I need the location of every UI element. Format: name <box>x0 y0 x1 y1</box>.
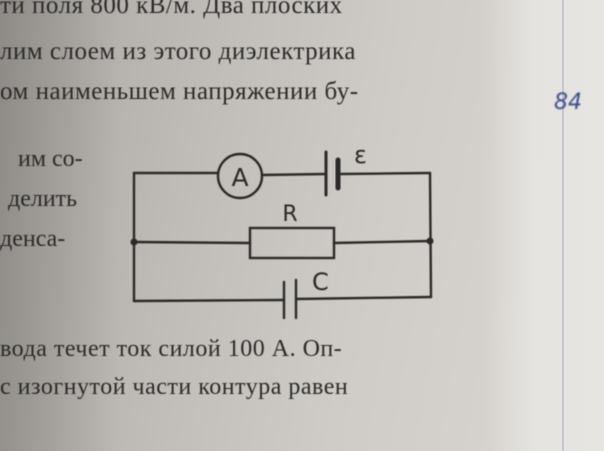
notebook-paper-edge <box>484 0 604 451</box>
side-text-2: делить <box>8 186 78 212</box>
capacitor-label: C <box>312 268 329 296</box>
wire-top-mid <box>260 172 328 177</box>
wire-bottom-right <box>294 295 433 301</box>
text-line-5: с изогнутой части контура равен <box>0 374 349 400</box>
notebook-grid-line <box>562 0 564 451</box>
page-shadow <box>0 0 120 451</box>
junction-left <box>130 238 138 246</box>
wire-mid-right <box>332 239 432 245</box>
wire-bottom-left <box>132 298 286 303</box>
wire-mid-left <box>132 240 252 245</box>
wire-top-right <box>338 171 432 176</box>
junction-right <box>426 237 434 245</box>
wire-right-vertical <box>428 171 433 299</box>
text-line-4: вода течет ток силой 100 А. Оп- <box>0 336 343 362</box>
emf-label: ε <box>354 141 367 169</box>
ammeter-label: A <box>231 163 248 192</box>
side-text-1: им со- <box>18 146 83 172</box>
resistor-label: R <box>282 202 297 227</box>
text-line-3: ом наименьшем напряжении бу- <box>0 78 359 105</box>
text-line-1: ти поля 800 кВ/м. Два плоских <box>0 0 343 19</box>
text-line-2: лим слоем из этого диэлектрика <box>0 38 356 65</box>
resistor-symbol <box>248 226 336 260</box>
side-text-3: денса- <box>0 226 66 252</box>
handwritten-margin-note: 84 <box>554 90 582 115</box>
